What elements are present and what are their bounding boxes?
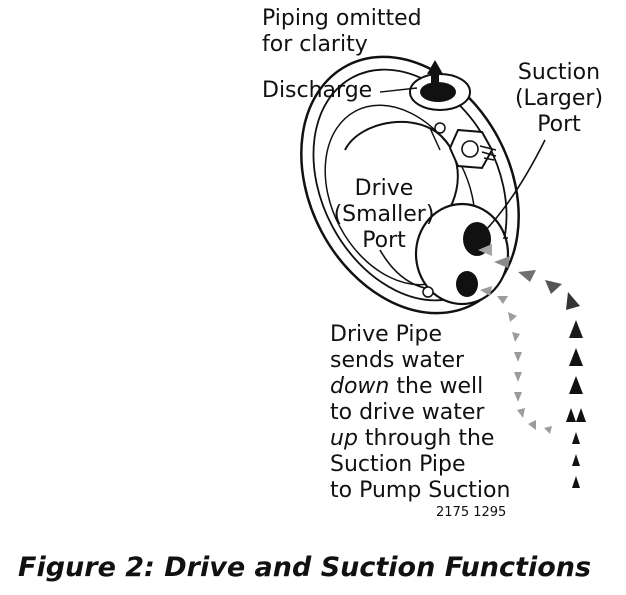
discharge-arrow	[427, 60, 443, 88]
suction-label-line-2: (Larger)	[514, 86, 604, 111]
drive-label-line-2: (Smaller)	[333, 202, 435, 227]
reference-number: 2175 1295	[436, 505, 507, 520]
drive-pipe-note: Drive Pipe sends water down the well to …	[330, 322, 510, 504]
drive-label-line-3: Port	[362, 228, 406, 253]
suction-label-line-1: Suction	[517, 60, 601, 85]
suction-label-line-3: Port	[537, 112, 581, 137]
discharge-leader	[379, 87, 418, 93]
emphasis-up: up	[330, 426, 358, 451]
drive-label-line-1: Drive	[354, 176, 414, 201]
suction-port-label: Suction (Larger) Port	[504, 60, 614, 138]
suction-leader	[483, 139, 546, 233]
discharge-label: Discharge	[262, 78, 373, 103]
drive-pipe-line-3-rest: the well	[389, 374, 484, 399]
drive-pipe-line-3: down the well	[330, 374, 510, 400]
drive-pipe-line-5-rest: through the	[357, 426, 495, 451]
pump-outer-rim	[300, 55, 520, 315]
drive-flow-arrows	[480, 286, 552, 434]
drive-pipe-line-7: to Pump Suction	[330, 478, 511, 503]
piping-note-line-2: for clarity	[262, 32, 368, 57]
drive-pipe-line-4: to drive water	[330, 400, 485, 425]
figure-caption: Figure 2: Drive and Suction Functions	[18, 552, 592, 583]
piping-note-label: Piping omitted for clarity	[262, 6, 422, 58]
suction-flow-arrows	[478, 244, 586, 488]
drive-port-hole	[456, 271, 478, 297]
piping-note-line-1: Piping omitted	[262, 6, 422, 31]
emphasis-down: down	[330, 374, 390, 399]
drive-pipe-line-2: sends water	[330, 348, 465, 373]
drive-pipe-line-1: Drive Pipe	[330, 322, 443, 347]
pump-diagram: Piping omitted for clarity Discharge Suc…	[262, 6, 614, 520]
drive-pipe-line-5: up through the	[330, 426, 510, 452]
discharge-port-hole	[420, 82, 456, 102]
drive-pipe-line-6: Suction Pipe	[330, 452, 466, 477]
pump-illustration	[300, 55, 586, 488]
drive-port-label: Drive (Smaller) Port	[330, 176, 438, 254]
